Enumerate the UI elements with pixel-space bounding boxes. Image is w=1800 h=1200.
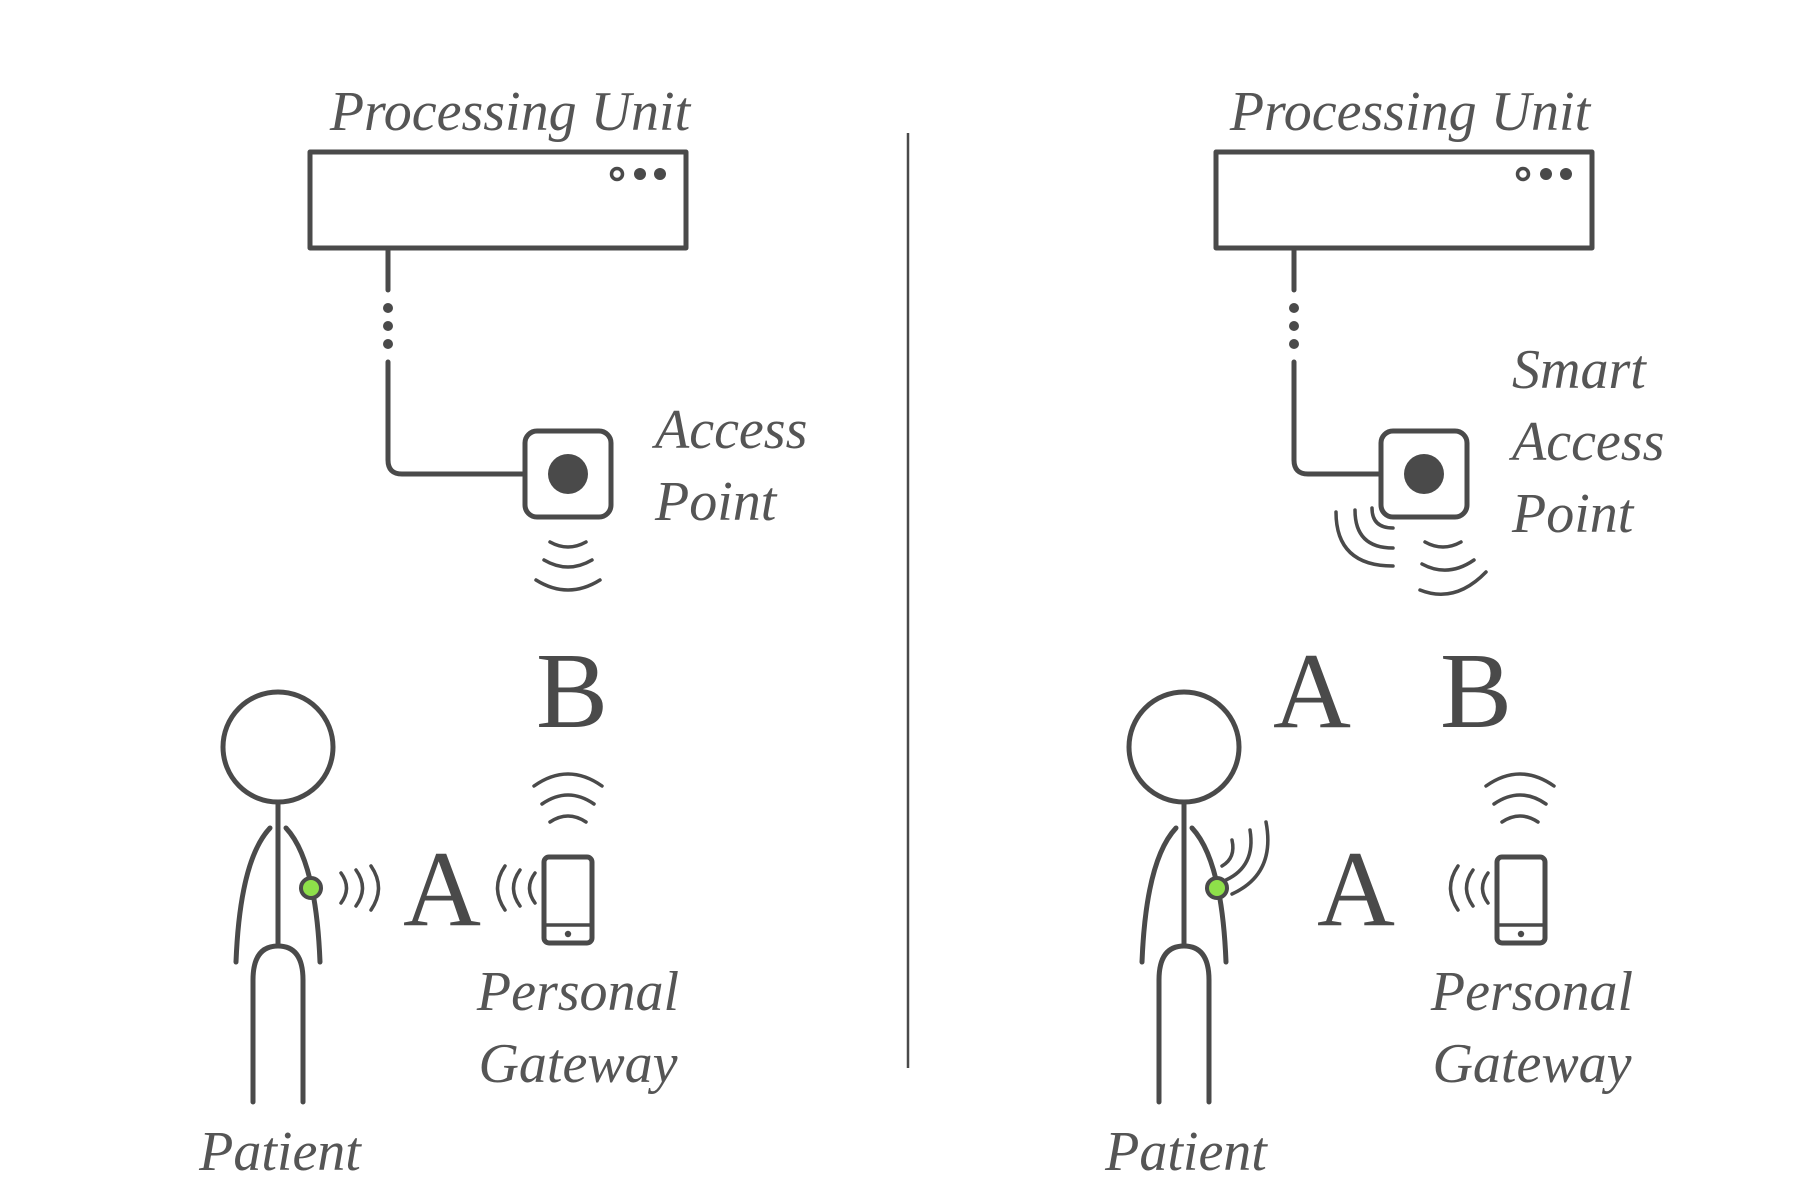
left-patient-icon xyxy=(220,689,336,1105)
right-ap-left-waves-icon xyxy=(1334,506,1395,568)
left-processing-unit-icon xyxy=(307,149,689,251)
right-gateway-label-line2: Gateway xyxy=(1432,1033,1631,1095)
right-smart-access-point-icon xyxy=(1378,428,1470,520)
right-gateway-up-waves-icon xyxy=(1484,772,1556,824)
left-gateway-up-waves-icon xyxy=(532,772,604,824)
right-patient-icon xyxy=(1126,689,1242,1105)
left-patient-label: Patient xyxy=(198,1121,362,1183)
right-access-point-label-line3: Point xyxy=(1511,483,1635,545)
right-sensor-icon xyxy=(1205,876,1229,900)
right-sensor-waves-icon xyxy=(1220,820,1270,896)
right-gateway-label-line1: Personal xyxy=(1430,961,1633,1023)
left-gateway-label-line1: Personal xyxy=(476,961,679,1023)
right-link-a-lower-label: A xyxy=(1317,830,1395,949)
right-access-point-label-line2: Access xyxy=(1508,411,1664,473)
right-cable xyxy=(1289,245,1384,477)
left-ap-signal-waves-icon xyxy=(534,540,602,592)
left-access-point-label-line1: Access xyxy=(651,399,807,461)
right-processing-unit-label: Processing Unit xyxy=(1229,81,1592,143)
left-cable xyxy=(383,245,528,477)
left-access-point-label-line2: Point xyxy=(654,471,778,533)
left-link-a-label: A xyxy=(403,830,481,949)
left-gateway-label-line2: Gateway xyxy=(478,1033,677,1095)
left-sensor-icon xyxy=(299,876,323,900)
left-processing-unit-label: Processing Unit xyxy=(329,81,692,143)
right-link-a-upper-label: A xyxy=(1273,632,1351,751)
right-access-point-label-line1: Smart xyxy=(1512,339,1647,401)
right-processing-unit-icon xyxy=(1213,149,1595,251)
right-gateway-phone-icon xyxy=(1494,854,1548,946)
right-panel: Processing Unit Smart Access Point xyxy=(1104,81,1664,1183)
right-gateway-side-waves-icon xyxy=(1448,864,1490,912)
right-link-b-label: B xyxy=(1440,632,1512,751)
left-access-point-icon xyxy=(522,428,614,520)
left-sensor-waves-icon xyxy=(339,864,381,912)
left-gateway-side-waves-icon xyxy=(495,864,537,912)
left-link-b-label: B xyxy=(536,632,608,751)
left-gateway-phone-icon xyxy=(541,854,595,946)
right-patient-label: Patient xyxy=(1104,1121,1268,1183)
right-ap-right-waves-icon xyxy=(1418,540,1488,596)
left-panel: Processing Unit Access Point xyxy=(198,81,807,1183)
